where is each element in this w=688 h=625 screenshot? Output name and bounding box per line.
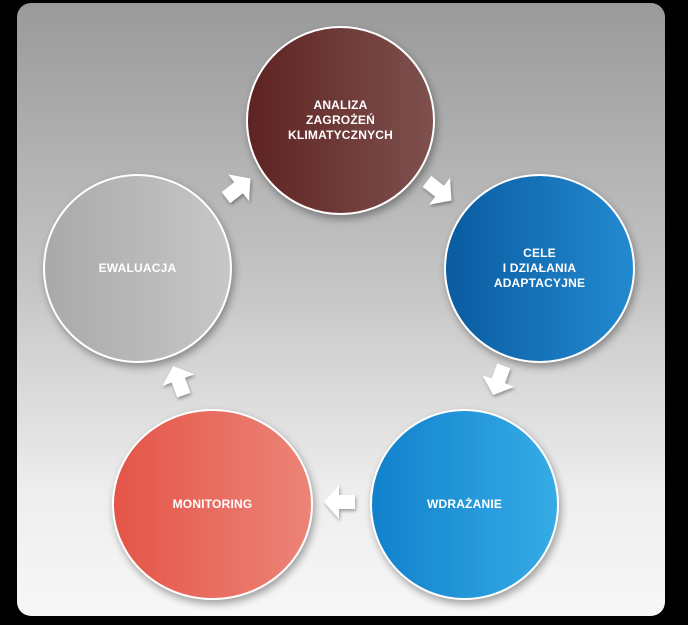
step-evaluation-circle: EWALUACJA [43, 174, 232, 363]
cycle-diagram-panel: ANALIZA ZAGROŻEŃ KLIMATYCZNYCH CELE I DZ… [17, 3, 665, 616]
arrow-monitoring-to-evaluation-icon [157, 360, 200, 401]
step-monitoring-circle: MONITORING [112, 409, 313, 600]
arrow-implementation-to-monitoring-icon [324, 485, 355, 519]
step-monitoring-label: MONITORING [172, 497, 253, 511]
cycle-arrows [157, 165, 520, 519]
step-evaluation-label: EWALUACJA [98, 261, 177, 275]
step-implementation-label: WDRAŻANIE [426, 497, 503, 511]
step-implementation-circle: WDRAŻANIE [370, 409, 559, 600]
arrow-evaluation-to-analysis-icon [215, 165, 261, 212]
step-goals-circle: CELE I DZIAŁANIA ADAPTACYJNE [444, 174, 635, 363]
step-goals-label: CELE I DZIAŁANIA ADAPTACYJNE [493, 246, 586, 290]
step-analysis-circle: ANALIZA ZAGROŻEŃ KLIMATYCZNYCH [246, 26, 435, 215]
arrow-goals-to-implementation-icon [477, 360, 520, 401]
step-analysis-label: ANALIZA ZAGROŻEŃ KLIMATYCZNYCH [287, 98, 394, 142]
arrow-analysis-to-goals-icon [416, 167, 462, 214]
